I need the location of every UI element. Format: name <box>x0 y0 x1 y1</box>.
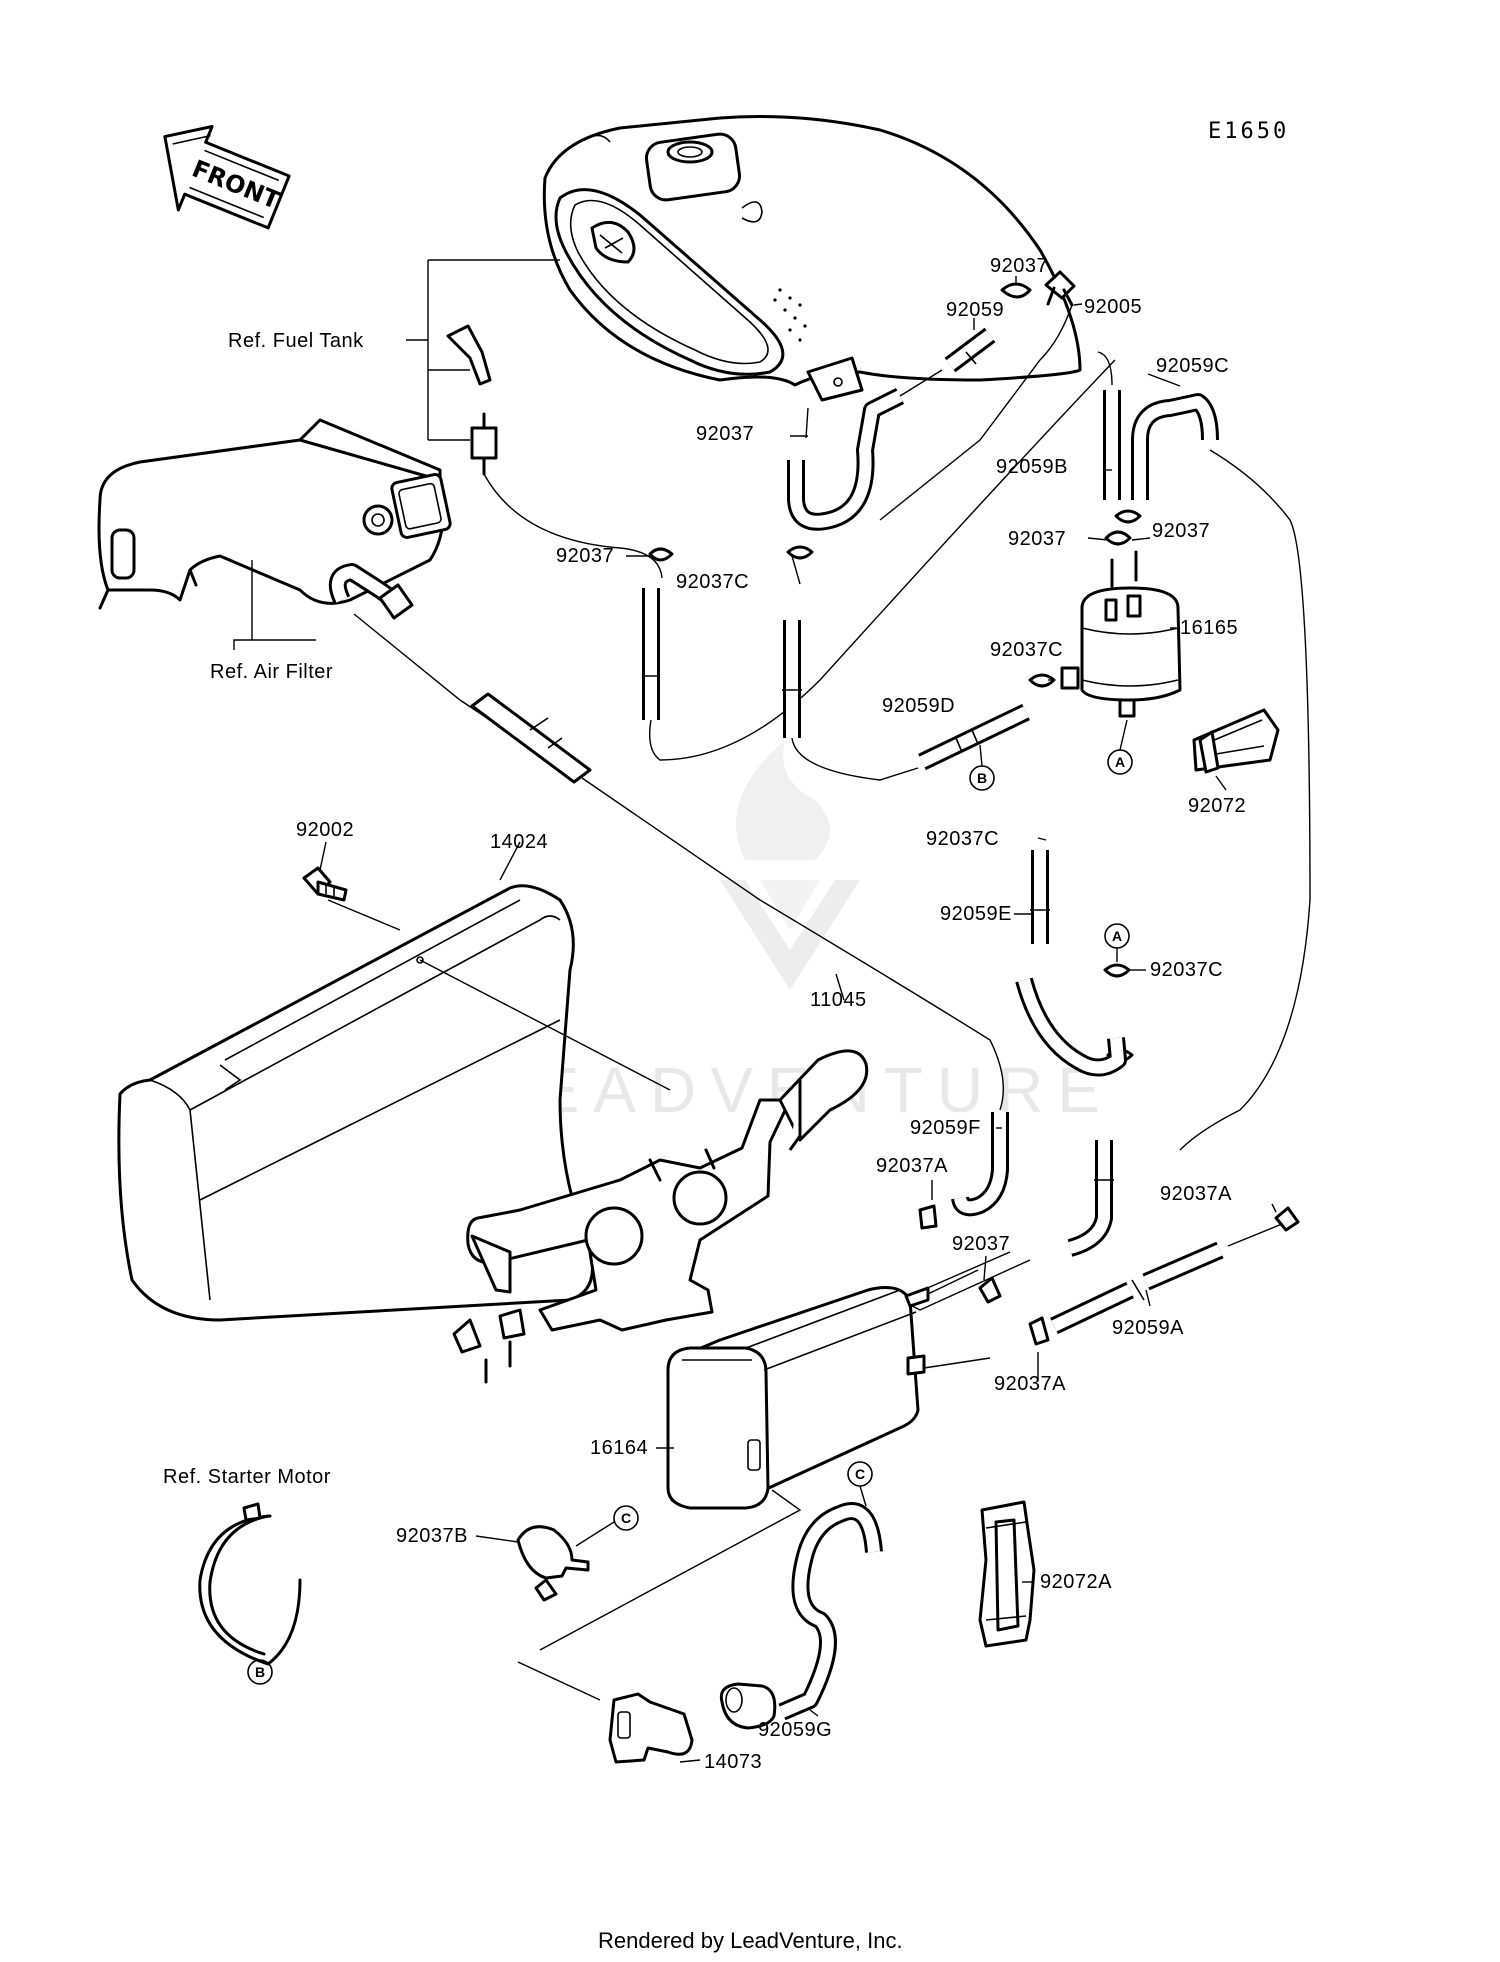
marker-c-hose: C <box>847 1461 873 1507</box>
fuel-filter-16165 <box>1060 550 1182 718</box>
hose-92059A <box>898 1223 1283 1335</box>
starter-motor-ref-label: Ref. Starter Motor <box>163 1466 331 1488</box>
label-92072: 92072 <box>1188 795 1246 817</box>
hose-end-92059G <box>719 1682 777 1730</box>
label-92002: 92002 <box>296 819 354 841</box>
svg-text:C: C <box>621 1510 631 1526</box>
starter-motor-band: Ref. Starter Motor <box>163 1466 331 1666</box>
air-filter-housing <box>97 418 452 610</box>
air-filter-ref-bracket: Ref. Air Filter <box>210 560 333 683</box>
label-92059E: 92059E <box>940 903 1012 925</box>
label-92005: 92005 <box>1084 296 1142 318</box>
bracket-11045 <box>452 1049 869 1384</box>
svg-text:B: B <box>255 1664 265 1680</box>
marker-b-starter: B <box>247 1659 273 1685</box>
marker-a-lower: A <box>1103 923 1131 978</box>
label-16164: 16164 <box>590 1437 648 1459</box>
clip-92037-top <box>1000 282 1032 299</box>
clips-canister <box>918 1204 1300 1346</box>
label-92037C-right: 92037C <box>1150 959 1223 981</box>
watermark: LEADVENTURE <box>487 740 1100 1126</box>
air-filter-elbow-hose <box>328 563 491 721</box>
long-breather-hose <box>470 692 1005 1111</box>
label-11045: 11045 <box>810 989 867 1011</box>
label-92037-filter-left: 92037 <box>1008 528 1066 550</box>
hose-92059B <box>1097 351 1121 500</box>
label-92037-filter-right: 92037 <box>1152 520 1210 542</box>
label-92059F: 92059F <box>910 1117 981 1139</box>
canister-16164 <box>539 1269 991 1651</box>
label-92037A-right: 92037A <box>1160 1183 1232 1205</box>
label-92059C: 92059C <box>1156 355 1229 377</box>
label-92037-canister: 92037 <box>952 1233 1010 1255</box>
marker-b-hose: B <box>969 744 995 791</box>
hose-92059E <box>1030 850 1050 944</box>
label-92059B: 92059B <box>996 456 1068 478</box>
hose-92059 <box>944 327 996 373</box>
hose-92059D <box>918 703 1030 771</box>
label-92037A-left: 92037A <box>876 1155 948 1177</box>
hose-canister-right <box>1067 1140 1114 1257</box>
hose-92059F <box>951 1112 1009 1217</box>
clamp-92072 <box>1192 708 1280 774</box>
svg-text:A: A <box>1115 754 1125 770</box>
label-16165: 16165 <box>1180 617 1238 639</box>
clips-near-filter <box>648 509 1142 1063</box>
label-92037C-mid: 92037C <box>676 571 749 593</box>
label-92037A-bottom: 92037A <box>994 1373 1066 1395</box>
label-92037C-filter: 92037C <box>990 639 1063 661</box>
label-92059: 92059 <box>946 299 1004 321</box>
diagram-code: E1650 <box>1208 119 1289 144</box>
vertical-hose-mid <box>782 620 919 781</box>
tank-curved-hose <box>787 369 943 531</box>
label-14024: 14024 <box>490 831 548 853</box>
label-92059D: 92059D <box>882 695 955 717</box>
label-92037-left: 92037 <box>556 545 614 567</box>
label-92037-tank: 92037 <box>696 423 754 445</box>
marker-c-clamp: C <box>575 1505 639 1547</box>
fuel-tank-ref-bracket: Ref. Fuel Tank <box>228 259 560 441</box>
hose-92059G <box>778 1502 883 1721</box>
fitting-92005 <box>879 270 1076 521</box>
label-92059A: 92059A <box>1112 1317 1184 1339</box>
svg-text:C: C <box>855 1466 865 1482</box>
part-labels: 92037 92059 92005 92059C 92037 92059B 92… <box>296 255 1246 1773</box>
front-arrow: FRONT <box>163 125 291 230</box>
svg-text:A: A <box>1112 928 1122 944</box>
air-filter-ref-label: Ref. Air Filter <box>210 661 333 683</box>
label-92037B: 92037B <box>396 1525 468 1547</box>
label-14073: 14073 <box>704 1751 762 1773</box>
footer-credit: Rendered by LeadVenture, Inc. <box>598 1928 903 1953</box>
hose-92059C <box>1131 393 1311 1151</box>
marker-a-filter: A <box>1107 719 1133 775</box>
elbow-hose-lower <box>1015 977 1127 1077</box>
strap-92072A <box>978 1500 1036 1648</box>
svg-text:B: B <box>977 770 987 786</box>
bolt-92002 <box>302 866 348 902</box>
vertical-hose-left <box>642 359 1116 761</box>
clamp-92037B <box>516 1525 590 1602</box>
label-92072A: 92072A <box>1040 1571 1112 1593</box>
tank-fuel-fitting <box>446 324 663 579</box>
label-92037C-lower: 92037C <box>926 828 999 850</box>
fuel-tank <box>542 115 1082 402</box>
fuel-tank-ref-label: Ref. Fuel Tank <box>228 330 364 352</box>
cover-14024 <box>117 884 671 1322</box>
label-92037-top: 92037 <box>990 255 1048 277</box>
label-92059G: 92059G <box>758 1719 832 1741</box>
cap-14073 <box>517 1661 694 1764</box>
leader-lines <box>319 276 1277 1763</box>
